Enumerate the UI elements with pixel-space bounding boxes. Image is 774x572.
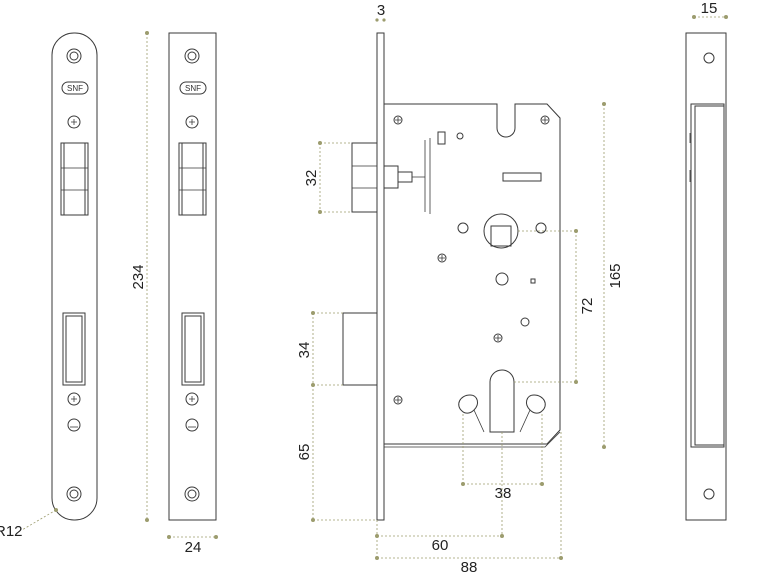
dim-60-group: 60 — [375, 432, 504, 560]
dim-165-group: 165 — [602, 102, 624, 449]
faceplate-rounded: SNF — [51, 32, 98, 521]
svg-text:SNF: SNF — [67, 84, 83, 93]
dim-72-group: 72 — [514, 229, 596, 384]
dim-38-group: 38 — [461, 414, 544, 502]
dim-72: 72 — [579, 298, 596, 315]
dim-3-group: 3 — [375, 2, 386, 22]
dim-15-group: 15 — [692, 0, 728, 19]
brand-logo: SNF — [61, 81, 89, 95]
dim-r12: R12 — [0, 523, 23, 540]
dim-234-group: 234 — [130, 31, 149, 522]
dim-34: 34 — [296, 342, 313, 359]
screw — [393, 115, 403, 125]
dim-32-group: 32 — [303, 141, 352, 214]
screw — [437, 253, 447, 263]
dim-60: 60 — [432, 537, 449, 554]
dim-24: 24 — [185, 539, 202, 556]
dim-32: 32 — [303, 170, 320, 187]
dim-165: 165 — [607, 263, 624, 288]
screw — [540, 115, 550, 125]
dim-15: 15 — [701, 0, 718, 17]
lock-body — [342, 32, 561, 521]
dim-3: 3 — [377, 2, 385, 19]
screw — [393, 395, 403, 405]
faceplate-square: SNF — [168, 32, 217, 521]
faceplate-edge-view — [685, 32, 727, 521]
screw — [493, 333, 503, 343]
svg-text:SNF: SNF — [185, 84, 201, 93]
dim-24-group: 24 — [167, 535, 218, 556]
radius-leader: R12 — [0, 508, 58, 540]
dim-65-group: 65 — [296, 385, 377, 522]
dim-234: 234 — [130, 264, 147, 289]
dim-34-group: 34 — [296, 311, 343, 387]
dim-65: 65 — [296, 444, 313, 461]
dim-88-group: 88 — [375, 432, 563, 572]
dim-88: 88 — [461, 559, 478, 572]
dim-38: 38 — [495, 485, 512, 502]
